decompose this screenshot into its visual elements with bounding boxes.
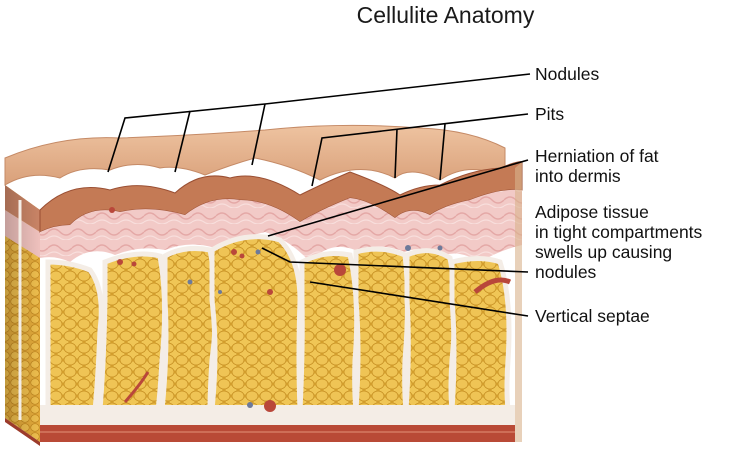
- label-adipose-tissue: Adipose tissue in tight compartments swe…: [535, 202, 703, 282]
- skin-top-surface: [4, 124, 506, 186]
- label-nodules: Nodules: [535, 64, 600, 84]
- lower-septa-band: [40, 405, 515, 425]
- label-herniation: Herniation of fat into dermis: [535, 146, 659, 186]
- fat-lobules: [45, 234, 512, 413]
- leader-lines: [107, 73, 531, 317]
- diagram-title: Cellulite Anatomy: [356, 2, 535, 28]
- vessels: [109, 207, 512, 412]
- dermis-layer: [40, 189, 522, 262]
- muscle-layer: [40, 425, 515, 442]
- label-pits: Pits: [535, 104, 565, 124]
- label-vertical-septae: Vertical septae: [535, 306, 650, 326]
